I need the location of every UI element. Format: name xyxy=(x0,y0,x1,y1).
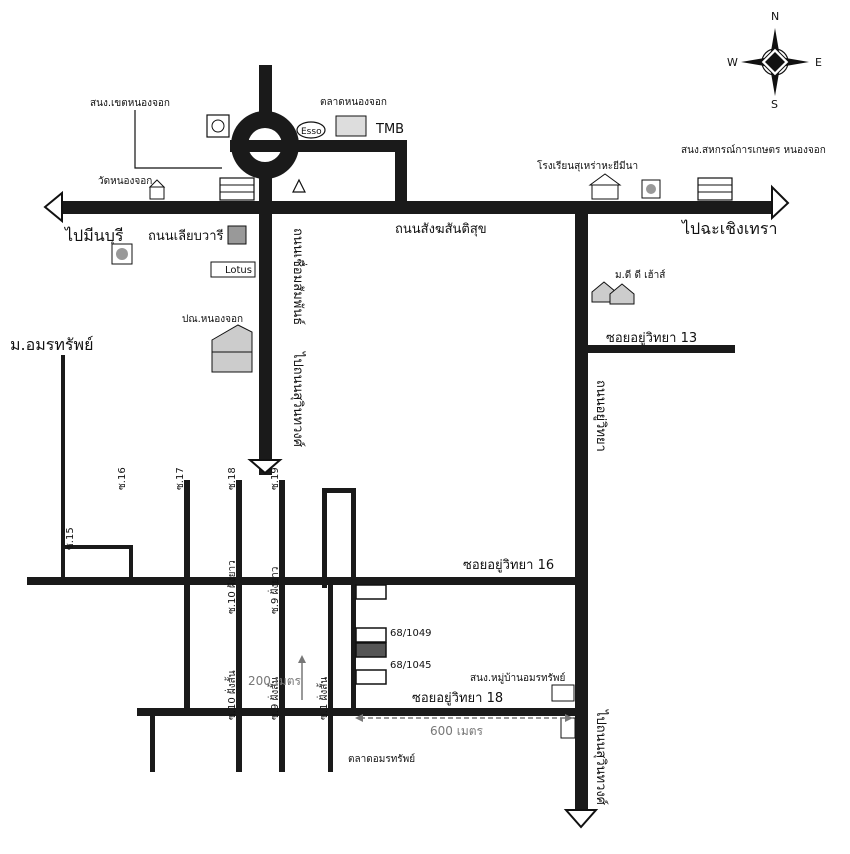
gas-station-icon xyxy=(227,225,247,245)
soi-13-road xyxy=(580,345,735,353)
house-1045-label: 68/1045 xyxy=(390,660,432,671)
amorn-market-label: ตลาดอมรทรัพย์ xyxy=(348,753,415,765)
village-office-label: สนง.หมู่บ้านอมรทรัพย์ xyxy=(470,672,565,684)
vertical-road-1-label: ถนนเชื่อมสัมพันธ์ xyxy=(290,228,307,325)
soi-16-label: ซอยอยู่วิทยา 16 xyxy=(463,558,554,573)
roads xyxy=(27,65,790,829)
district-office-label: สนง.เขตหนองจอก xyxy=(90,98,170,109)
post-office-icon xyxy=(211,324,253,373)
market-label: ตลาดหนองจอก xyxy=(320,97,387,108)
esso-logo: Esso xyxy=(296,121,326,139)
svg-text:Lotus: Lotus xyxy=(225,265,252,276)
leaf-icon xyxy=(111,243,133,265)
right-road-label: ถนนอยู่วิทยา xyxy=(593,380,608,452)
main-road xyxy=(55,201,775,214)
district-office-icon xyxy=(219,177,255,201)
leaf-icon-2 xyxy=(641,179,661,199)
south-arrow-1 xyxy=(247,459,283,475)
soi-18-road xyxy=(137,708,582,716)
bank-icon xyxy=(206,114,230,138)
east-direction: ไปฉะเชิงเทรา xyxy=(680,219,777,238)
svg-text:Esso: Esso xyxy=(301,127,322,137)
west-arrow xyxy=(43,190,63,224)
tmb-logo: TMB xyxy=(375,122,404,137)
soi-13-label: ซอยอยู่วิทยา 13 xyxy=(606,331,697,346)
compass: N S E W xyxy=(727,10,822,111)
soi-17-small: ซ.17 xyxy=(175,467,186,490)
soi-15-small: ซ.15 xyxy=(65,527,76,550)
compass-e: E xyxy=(815,56,822,69)
soi-10-long-label: ซ.10 ฝั่งยาว xyxy=(224,560,238,614)
distance-600: 600 เมตร xyxy=(355,714,573,738)
school-label: โรงเรียนสุเหร่าหะยีมีนา xyxy=(537,159,638,172)
soi-10-short-label: ซ.10 ฝั่งสั้น xyxy=(224,670,238,720)
soi-18-label: ซอยอยู่วิทยา 18 xyxy=(412,691,503,706)
soi-9-short-label: ซ.9 ฝั่งสั้น xyxy=(267,677,281,720)
compass-n: N xyxy=(771,10,779,23)
soi-9-long-label: ซ.9 ฝั่งยาว xyxy=(267,567,281,614)
temple-icon xyxy=(148,179,166,200)
compass-s: S xyxy=(771,98,778,111)
soi-16-road xyxy=(27,577,582,585)
distance-200: 200 เมตร xyxy=(248,655,306,700)
coop-office-label: สนง.สหกรณ์การเกษตร หนองจอก xyxy=(681,144,826,156)
soi-16-small: ซ.16 xyxy=(117,467,128,490)
svg-text:200 เมตร: 200 เมตร xyxy=(248,674,302,688)
post-office-label: ปณ.หนองจอก xyxy=(182,314,243,325)
svg-text:600 เมตร: 600 เมตร xyxy=(430,724,484,738)
south-arrow-2 xyxy=(563,809,599,829)
school-icon xyxy=(588,173,622,200)
west-direction: ไปมีนบุรี xyxy=(63,226,124,246)
village-office-icon xyxy=(551,684,575,702)
shell-icon xyxy=(292,178,306,193)
target-house xyxy=(355,642,387,658)
soi-1-short-label: ซ.1 ฝั่งสั้น xyxy=(316,677,330,720)
market-icon xyxy=(335,115,367,137)
house-1049-label: 68/1049 xyxy=(390,628,432,639)
lotus-logo: Lotus xyxy=(210,261,256,278)
coop-office-icon xyxy=(697,177,733,201)
mdd-house-label: ม.ดี ดี เฮ้าส์ xyxy=(615,269,665,281)
bottom-right-road-label: ไปถนนสุวินทวงศ์ xyxy=(593,709,609,806)
compass-w: W xyxy=(727,56,738,69)
soi-19-small: ซ.19 xyxy=(270,467,281,490)
vertical-road-2-label: ไปถนนสุวินทวงศ์ xyxy=(290,351,306,448)
village-amorn-label: ม.อมรทรัพย์ xyxy=(10,335,93,354)
soi-18-small: ซ.18 xyxy=(227,467,238,490)
houses-icon xyxy=(591,281,635,305)
seven-eleven-icon xyxy=(560,717,576,739)
right-road xyxy=(575,205,588,810)
left-road-label: ถนนเลียบวารี xyxy=(148,228,224,244)
temple-label: วัดหนองจอก xyxy=(98,176,152,187)
east-arrow xyxy=(771,184,790,221)
main-road-label: ถนนสังฆสันติสุข xyxy=(395,222,487,237)
